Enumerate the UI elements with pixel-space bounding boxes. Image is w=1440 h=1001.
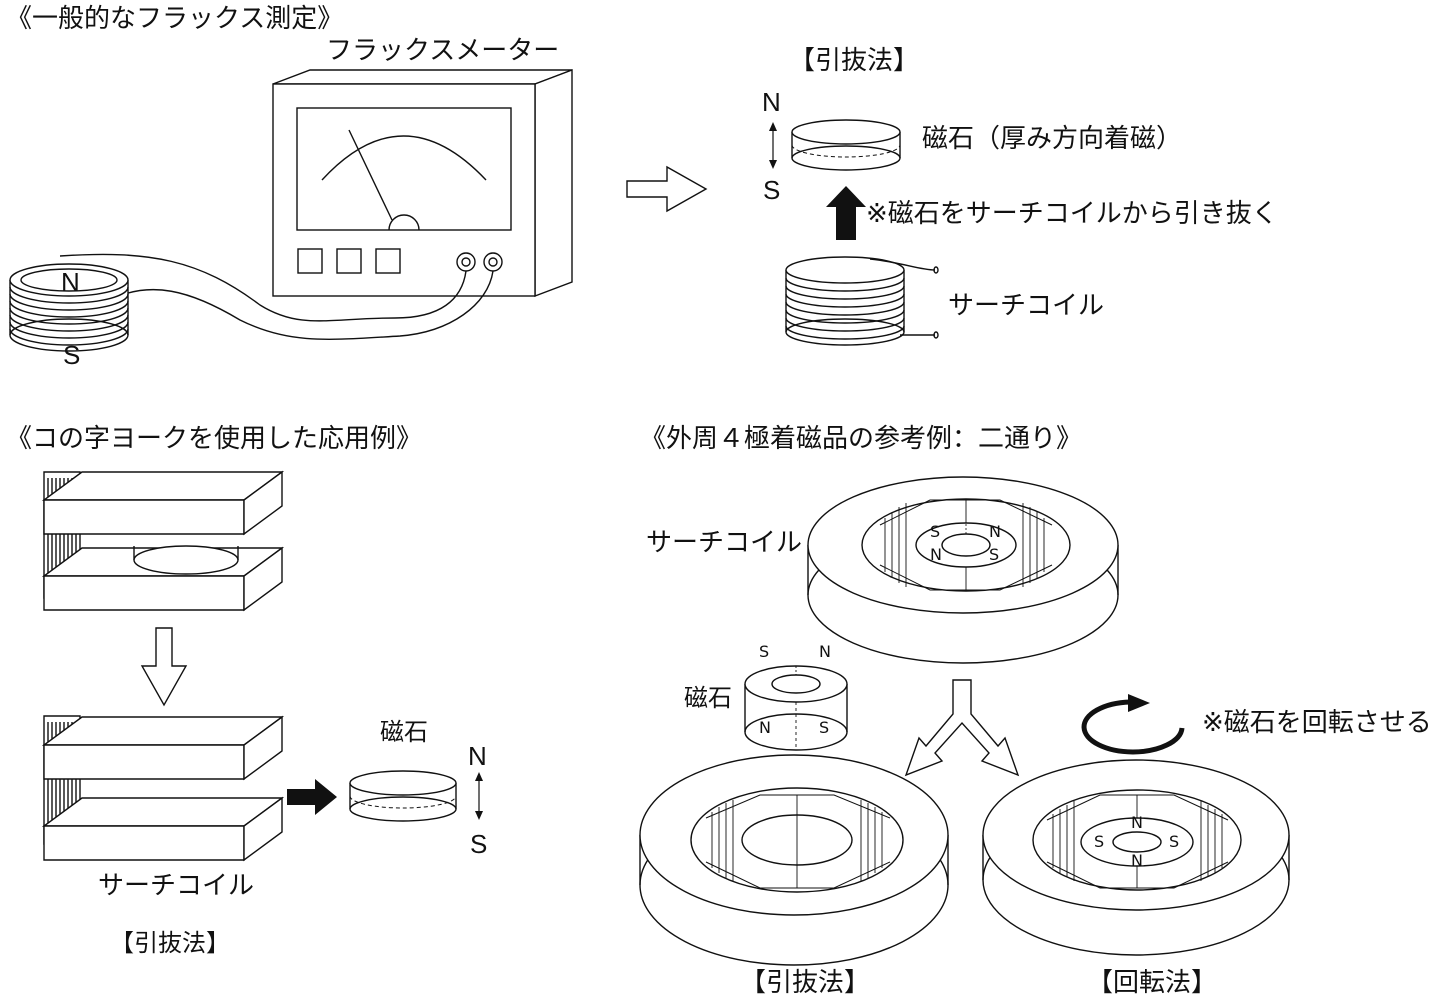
ring-magnet-pole-n-top: N bbox=[819, 642, 831, 661]
ring-top-pole-s2: S bbox=[989, 545, 1000, 564]
rotation-method-label: 【回転法】 bbox=[1087, 968, 1218, 998]
hollow-arrow-down-icon bbox=[140, 627, 188, 707]
ring-top-pole-n1: N bbox=[989, 522, 1001, 541]
pull-method-label-yoke: 【引抜法】 bbox=[110, 929, 230, 957]
yoke-pole-north: N bbox=[468, 741, 487, 771]
pole-axis-arrow-icon bbox=[769, 122, 777, 169]
search-coil-left bbox=[9, 263, 129, 352]
disc-magnet-top bbox=[791, 119, 901, 171]
rotation-arrow-icon bbox=[1081, 694, 1185, 755]
yoke-upper bbox=[41, 470, 285, 612]
split-arrow-icon bbox=[904, 679, 1020, 777]
search-coil-right bbox=[785, 256, 939, 346]
section-title-yoke: 《コの字ヨークを使用した応用例》 bbox=[6, 424, 423, 454]
pull-note: ※磁石をサーチコイルから引き抜く bbox=[866, 199, 1278, 229]
ring-rot-pole-n-top: N bbox=[1131, 813, 1143, 832]
ring-magnet bbox=[744, 665, 848, 751]
yoke-lower bbox=[41, 715, 285, 862]
coil-pole-north: N bbox=[61, 267, 80, 297]
ring-rot-pole-s-left: S bbox=[1094, 832, 1105, 851]
pull-method-label-top: 【引抜法】 bbox=[789, 46, 920, 76]
coil-pole-south: S bbox=[63, 340, 81, 370]
ring-top-pole-n2: N bbox=[930, 545, 942, 564]
ring-magnet-pole-n-side: N bbox=[759, 718, 771, 737]
pull-method-label-bottom: 【引抜法】 bbox=[740, 968, 871, 998]
ring-coil-top bbox=[807, 476, 1119, 664]
pole-axis-arrow-yoke-icon bbox=[475, 772, 483, 820]
search-coil-label-yoke: サーチコイル bbox=[98, 871, 255, 901]
ring-top-pole-s1: S bbox=[930, 522, 941, 541]
ring-rot-pole-s-right: S bbox=[1169, 832, 1180, 851]
push-arrow-icon bbox=[287, 779, 337, 815]
fluxmeter bbox=[272, 68, 573, 298]
magnet-label-ring: 磁石 bbox=[684, 684, 732, 712]
section-title-general: 《一般的なフラックス測定》 bbox=[6, 4, 344, 34]
fluxmeter-label: フラックスメーター bbox=[326, 36, 560, 66]
hollow-arrow-right-icon bbox=[626, 165, 708, 213]
rotate-note: ※磁石を回転させる bbox=[1202, 708, 1432, 738]
magnet-pole-north: N bbox=[762, 87, 781, 117]
ring-coil-rotate bbox=[982, 759, 1290, 956]
ring-magnet-pole-s-side: S bbox=[819, 718, 830, 737]
search-coil-label-top: サーチコイル bbox=[948, 291, 1105, 321]
ring-magnet-pole-s-top: S bbox=[759, 642, 770, 661]
section-title-four-pole: 《外周４極着磁品の参考例：二通り》 bbox=[640, 424, 1083, 454]
search-coil-label-ring: サーチコイル bbox=[646, 528, 803, 558]
ring-coil-pull bbox=[639, 754, 949, 966]
yoke-pole-south: S bbox=[470, 829, 488, 859]
disc-magnet-yoke bbox=[349, 770, 457, 822]
magnet-thickness-label: 磁石（厚み方向着磁） bbox=[922, 124, 1183, 154]
pull-arrow-icon bbox=[826, 186, 866, 240]
ring-rot-pole-n-bottom: N bbox=[1131, 851, 1143, 870]
magnet-label-yoke: 磁石 bbox=[380, 718, 428, 746]
magnet-pole-south: S bbox=[763, 175, 781, 205]
